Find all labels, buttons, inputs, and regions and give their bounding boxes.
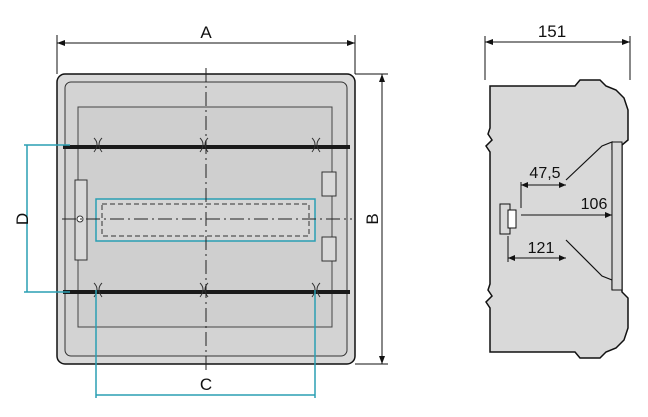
label-106: 106 (581, 196, 608, 213)
latch-right-top (321, 171, 337, 197)
label-a: A (200, 23, 212, 42)
dimension-b: B (355, 73, 388, 365)
label-b: B (363, 213, 382, 224)
latch-right-bottom (321, 236, 337, 262)
cover-edge (611, 141, 623, 291)
label-47-5: 47,5 (529, 165, 560, 182)
label-c: C (200, 375, 212, 394)
front-view: A D (13, 23, 388, 398)
side-view: 151 47,5 106 121 (484, 22, 631, 359)
label-d: D (13, 213, 32, 225)
dimension-106: 106 (521, 196, 612, 218)
dimension-d: D (13, 144, 70, 293)
rail-clip-inner (507, 209, 517, 229)
label-depth: 151 (538, 22, 566, 41)
dimension-47-5: 47,5 (520, 165, 566, 208)
dimension-a: A (56, 23, 356, 74)
dimension-c: C (95, 290, 316, 398)
dimension-depth: 151 (484, 22, 631, 80)
screw-marks (93, 137, 321, 298)
label-121: 121 (528, 240, 555, 257)
side-profile (485, 79, 629, 359)
dimension-121: 121 (507, 236, 566, 262)
